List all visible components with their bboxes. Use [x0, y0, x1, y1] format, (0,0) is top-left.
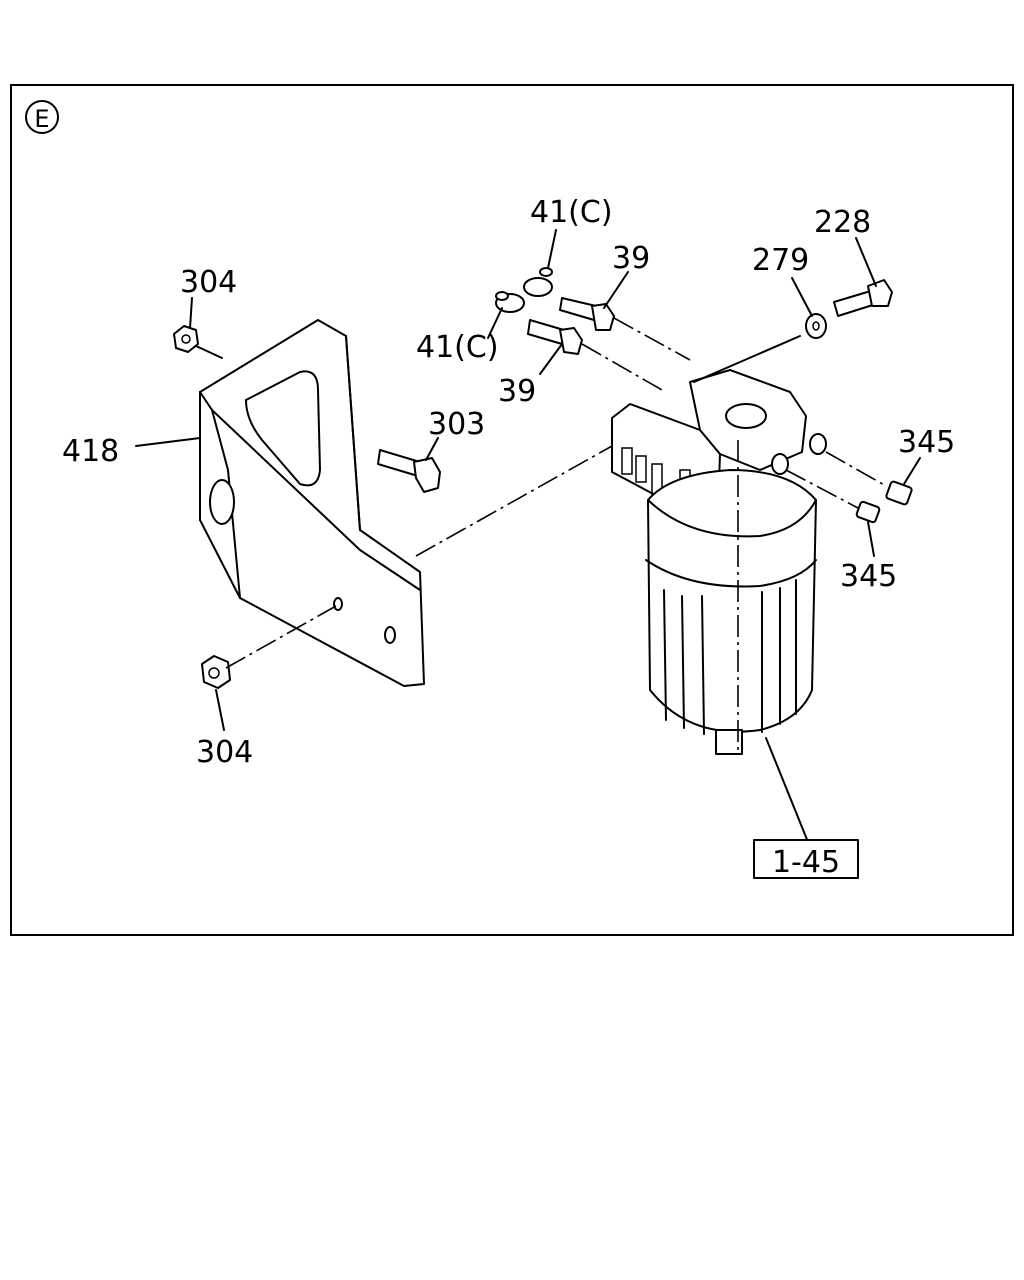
label-41c-upper: 41(C): [530, 195, 613, 230]
bolt-top: [833, 279, 893, 317]
hose-clip-lower: [495, 291, 525, 313]
bolt-bracket: [377, 449, 441, 493]
eyebolt-lower: [527, 319, 583, 355]
label-39-upper: 39: [612, 241, 650, 276]
label-39-lower: 39: [498, 374, 536, 409]
label-304-top: 304: [180, 265, 237, 300]
plug-upper: [885, 480, 913, 506]
label-41c-lower: 41(C): [416, 330, 499, 365]
label-303: 303: [428, 407, 485, 442]
section-marker: E: [25, 100, 59, 134]
nut-top: [173, 325, 199, 353]
diagram-frame: [10, 84, 1014, 936]
filter-bowl: [645, 469, 817, 755]
label-279: 279: [752, 243, 809, 278]
centre-lines: [225, 317, 887, 750]
nut-bottom: [201, 655, 231, 689]
label-345-lower: 345: [840, 559, 897, 594]
mounting-bracket: [199, 319, 425, 687]
washer: [805, 313, 827, 339]
label-228: 228: [814, 205, 871, 240]
label-345-upper: 345: [898, 425, 955, 460]
label-1-45: 1-45: [772, 845, 840, 880]
leader-lines: [135, 229, 921, 843]
eyebolt-upper: [559, 297, 615, 331]
section-marker-letter: E: [34, 105, 49, 133]
label-304-bottom: 304: [196, 735, 253, 770]
label-418: 418: [62, 434, 119, 469]
hose-clip-upper: [523, 267, 553, 297]
assembly-reference-box: 1-45: [753, 839, 859, 880]
plug-lower: [855, 500, 881, 524]
